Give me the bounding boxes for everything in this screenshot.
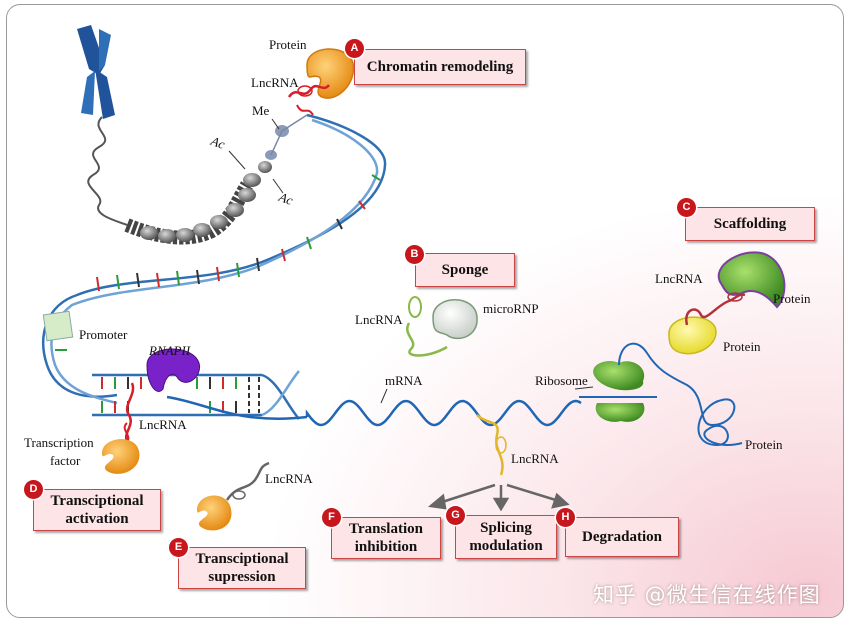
- label-lncrna-c: LncRNA: [655, 271, 703, 286]
- label-mrna: mRNA: [385, 373, 423, 388]
- box-d-line2: activation: [65, 511, 129, 527]
- label-protein-c2: Protein: [723, 339, 761, 354]
- lncrna-c-strand: [685, 293, 746, 326]
- dna-helix: [42, 113, 387, 405]
- badge-d: D: [24, 480, 43, 499]
- label-microrNP: microRNP: [483, 301, 539, 316]
- label-lncrna-d: LncRNA: [139, 417, 187, 432]
- suppression-factor-icon: [197, 495, 232, 531]
- label-lncrna-center: LncRNA: [511, 451, 559, 466]
- badge-c: C: [677, 198, 696, 217]
- label-rnapii: RNAPII: [149, 343, 191, 358]
- label-protein-a: Protein: [269, 37, 307, 52]
- label-protein-c1: Protein: [773, 291, 811, 306]
- box-g-line2: modulation: [469, 538, 543, 554]
- box-h-label: Degradation: [582, 529, 662, 545]
- box-e-line2: supression: [208, 569, 276, 585]
- protein-chain: [618, 342, 743, 447]
- badge-a: A: [345, 39, 364, 58]
- box-a-label: Chromatin remodeling: [366, 59, 514, 75]
- microrNP-icon: [432, 299, 478, 340]
- badge-f: F: [322, 508, 341, 527]
- label-protein-ribo: Protein: [745, 437, 783, 452]
- box-d-line1: Transciptional: [50, 493, 144, 509]
- box-transcriptional-activation: Transciptional activation: [33, 489, 161, 531]
- label-lncrna-e: LncRNA: [265, 471, 313, 486]
- mrna-strand: [305, 399, 582, 427]
- protein-a-icon: [306, 48, 355, 99]
- box-c-label: Scaffolding: [713, 216, 787, 232]
- ribosome-icon: [579, 360, 657, 422]
- badge-b: B: [405, 245, 424, 264]
- chromatin-fiber: [87, 114, 308, 245]
- chromosome-icon: [77, 25, 115, 119]
- diagram-art: [42, 25, 786, 531]
- box-splicing-modulation: Splicing modulation: [455, 515, 557, 559]
- label-me: Me: [252, 103, 270, 118]
- transcription-factor-icon: [102, 439, 140, 474]
- box-sponge: Sponge: [415, 253, 515, 287]
- box-g-line1: Splicing: [480, 520, 532, 536]
- label-ribosome: Ribosome: [535, 373, 588, 388]
- label-tf-line1: Transcription: [24, 435, 94, 450]
- badge-g: G: [446, 506, 465, 525]
- lncrna-b-strand: [406, 322, 448, 357]
- badge-h: H: [556, 508, 575, 527]
- label-lncrna-b: LncRNA: [355, 312, 403, 327]
- box-b-label: Sponge: [441, 262, 489, 278]
- label-promoter: Promoter: [79, 327, 128, 342]
- rnapii-icon: [146, 348, 201, 392]
- box-f-line2: inhibition: [354, 539, 418, 555]
- box-translation-inhibition: Translation inhibition: [331, 517, 441, 559]
- box-chromatin-remodeling: Chromatin remodeling: [354, 49, 526, 85]
- watermark: 知乎 @微生信在线作图: [593, 583, 821, 607]
- box-degradation: Degradation: [565, 517, 679, 557]
- mrna-lead: [166, 395, 308, 420]
- box-e-line1: Transciptional: [195, 551, 289, 567]
- figure-frame: Protein LncRNA Me Ac Ac LncRNA microRNP …: [6, 4, 844, 618]
- box-f-line1: Translation: [349, 521, 423, 537]
- box-transcriptional-suppression: Transciptional supression: [178, 547, 306, 589]
- promoter-box: [42, 310, 74, 342]
- lncrna-center-strand: [476, 414, 504, 476]
- box-scaffolding: Scaffolding: [685, 207, 815, 241]
- pathway-arrows: [428, 483, 570, 512]
- badge-e: E: [169, 538, 188, 557]
- label-lncrna-a: LncRNA: [251, 75, 299, 90]
- protein-c2-icon: [668, 316, 717, 355]
- label-tf-line2: factor: [50, 453, 81, 468]
